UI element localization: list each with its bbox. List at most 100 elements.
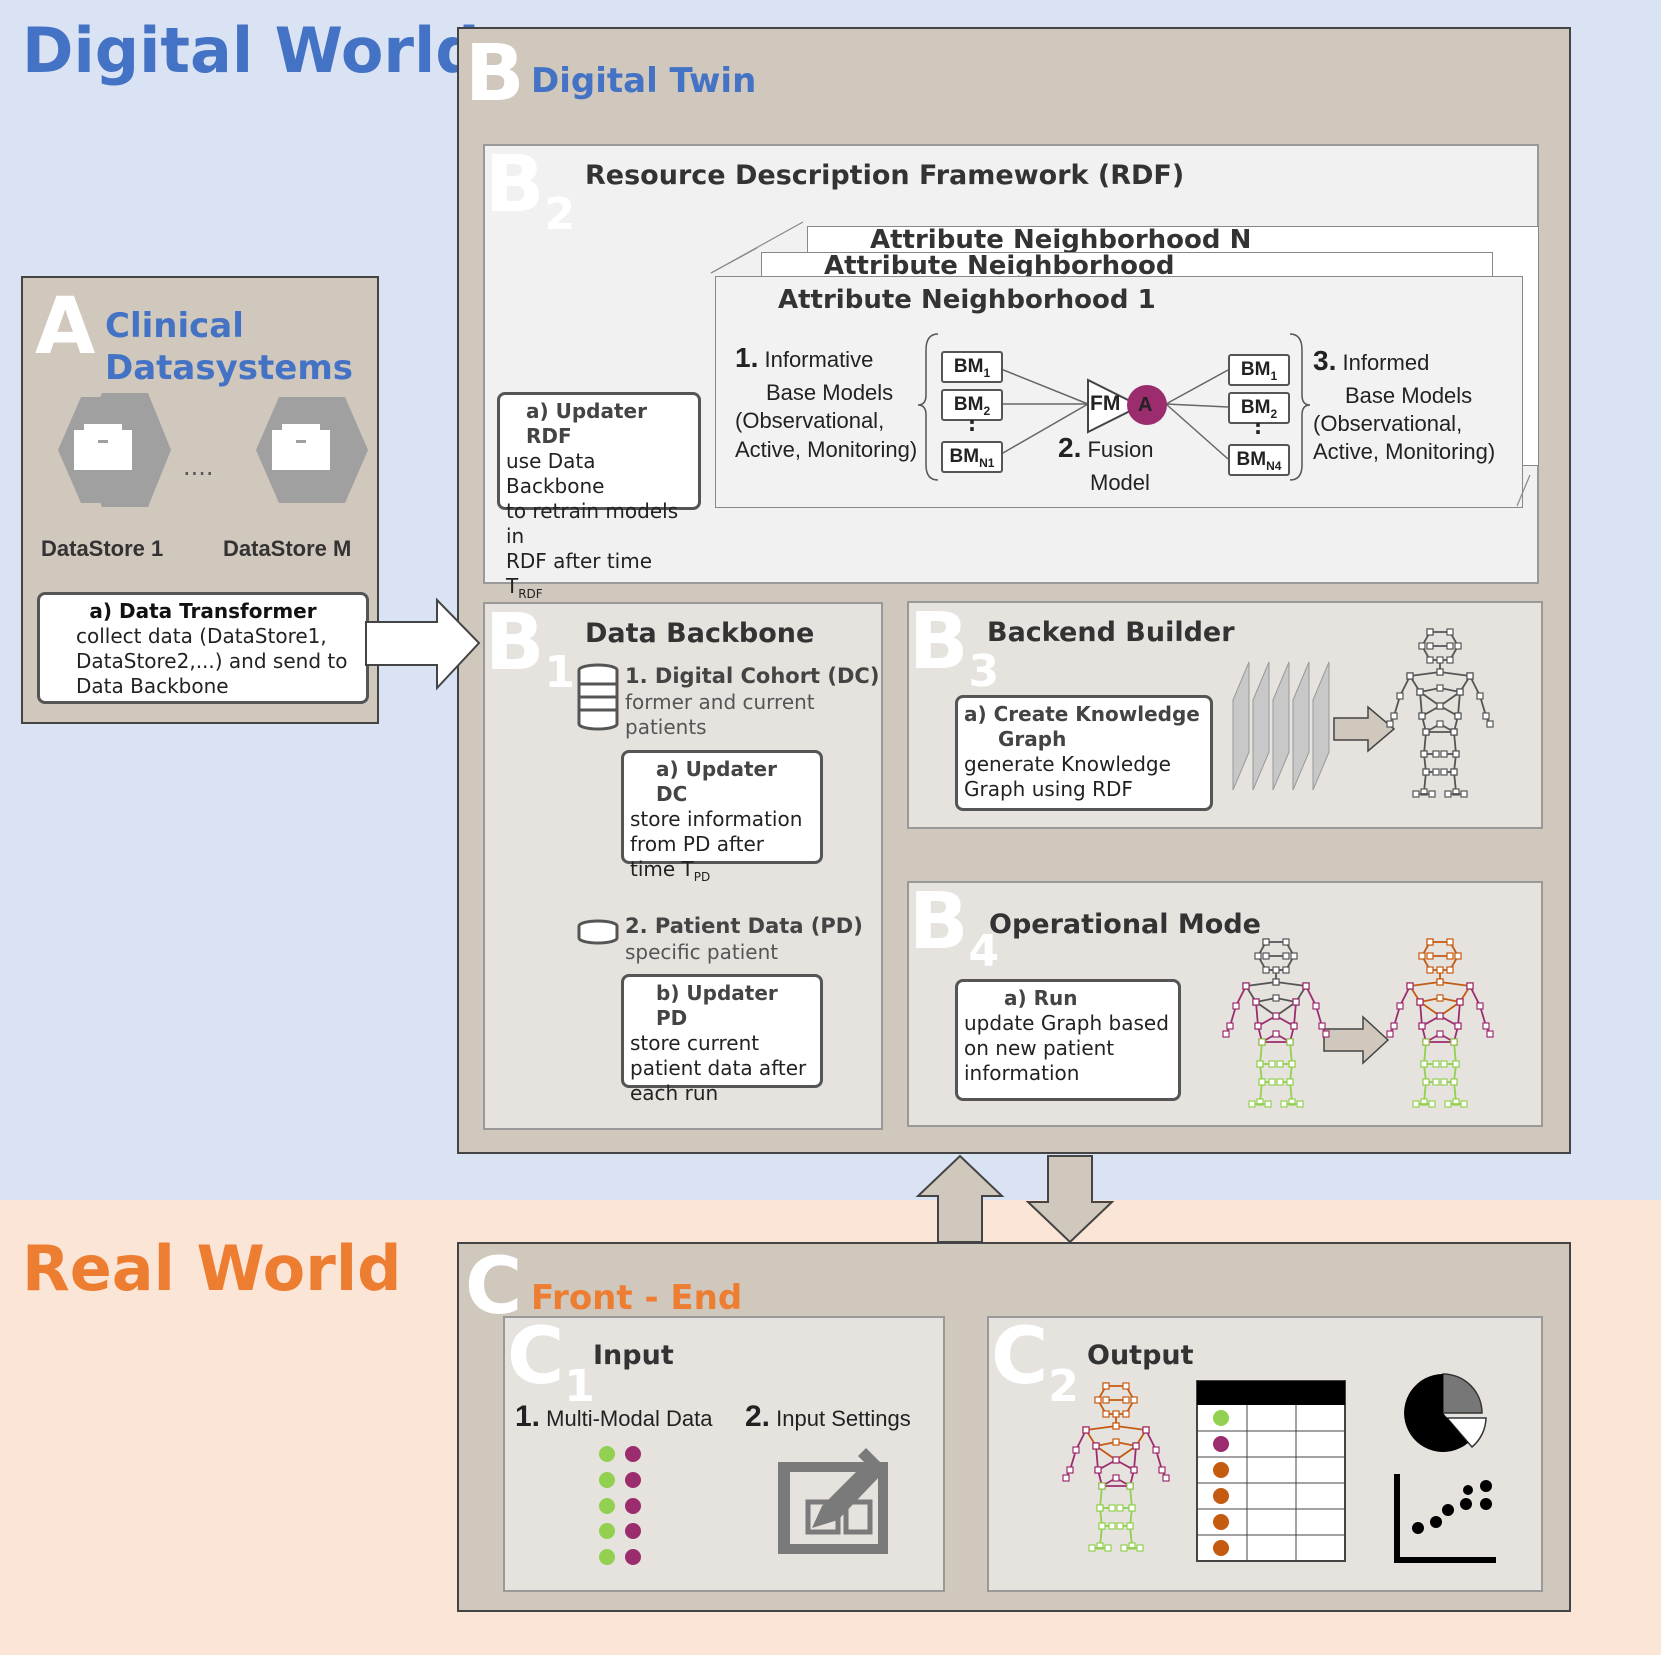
panel-b1-title: Data Backbone: [585, 618, 815, 649]
panel-rdf: B2 Resource Description Framework (RDF) …: [483, 144, 1539, 601]
create-knowledge-graph-box: a) Create Knowledge Graph generate Knowl…: [955, 695, 1213, 811]
updater-dc-line3: time T: [630, 857, 694, 881]
panel-digital-twin: B Digital Twin B2 Resource Description F…: [457, 27, 1571, 1154]
run-title: a) Run: [1004, 986, 1078, 1010]
bm-right-n4-label: BM: [1236, 449, 1267, 470]
real-world-title: Real World: [22, 1232, 402, 1305]
fusion-line2: Model: [1090, 470, 1150, 495]
patient-data-line1: specific patient: [625, 940, 779, 964]
panel-c-letter: C: [465, 1242, 523, 1332]
patient-data-database-icon: [577, 919, 619, 945]
neighborhood-n-title: Attribute Neighborhood N: [870, 226, 1252, 255]
data-transformer-line1: collect data (DataStore1,: [76, 624, 327, 648]
fusion-a-circle-icon: [1127, 385, 1167, 425]
bm-left-1-label: BM: [953, 356, 984, 377]
updater-dc-title: a) Updater DC: [656, 757, 777, 806]
data-transformer-line3: Data Backbone: [76, 674, 229, 698]
bm-left-dots: :: [968, 412, 976, 436]
data-transformer-line2: DataStore2,...) and send to: [76, 649, 348, 673]
updater-rdf-line1: use Data Backbone: [506, 449, 605, 498]
datastore-1-label: DataStore 1: [41, 536, 164, 561]
updater-pd-title: b) Updater PD: [656, 981, 778, 1030]
panel-b1-sub: 1: [544, 647, 576, 698]
digital-world-title: Digital World: [22, 14, 480, 87]
panel-c2-title: Output: [1087, 1340, 1194, 1371]
informative-line2: Base Models: [766, 380, 894, 405]
neighborhood-stack-lines: [710, 221, 1531, 507]
graph-figure-after-icon: [1386, 938, 1494, 1108]
bm-left-n1-label: BM: [949, 446, 980, 467]
arrow-down-icon: [1025, 1155, 1115, 1244]
knowledge-graph-figure-b3-icon: [1386, 628, 1494, 798]
updater-rdf-line2: to retrain models in: [506, 499, 679, 548]
create-kg-line1: generate Knowledge: [964, 752, 1171, 776]
datastore-m-label: DataStore M: [223, 536, 352, 561]
panel-b2-sub: 2: [544, 189, 576, 240]
updater-dc-line1: store information: [630, 807, 803, 831]
stacked-planes-icon: [1232, 661, 1330, 791]
run-line2: on new patient: [964, 1036, 1115, 1060]
bm-left-1-sub: 1: [983, 365, 991, 380]
neighborhood-1-card: Attribute Neighborhood 1: [715, 276, 1523, 508]
panel-a-title-2: Datasystems: [105, 348, 353, 388]
updater-rdf-title: a) Updater RDF: [526, 399, 647, 448]
informative-num: 1.: [735, 342, 759, 373]
updater-dc-line3-sub: PD: [693, 870, 711, 884]
bm-left-2: BM2: [941, 389, 1003, 421]
panel-b4-title: Operational Mode: [989, 909, 1261, 940]
updater-pd-line2: patient data after: [630, 1056, 807, 1080]
arrow-up-icon: [915, 1154, 1005, 1243]
panel-operational-mode: B4 Operational Mode a) Run update Graph …: [907, 881, 1543, 1127]
data-transformer-title: a) Data Transformer: [89, 599, 317, 623]
bm-right-2: BM2: [1228, 392, 1290, 424]
braces: [917, 333, 1311, 481]
bm-left-1: BM1: [941, 351, 1003, 383]
create-kg-title-2: Graph: [998, 727, 1067, 751]
bm-left-n1: BMN1: [941, 441, 1003, 473]
b4-arrow-icon: [1323, 1015, 1390, 1065]
output-graph-figure-icon: [1062, 1382, 1170, 1552]
panel-c2-sub: 2: [1048, 1361, 1079, 1412]
panel-b-letter: B: [465, 29, 525, 119]
input-settings-icon: [778, 1448, 888, 1554]
fusion-num: 2.: [1058, 432, 1082, 463]
panel-b3-letter: B: [909, 597, 969, 687]
b3-arrow-icon: [1333, 705, 1396, 753]
bm-right-2-sub: 2: [1270, 406, 1278, 421]
panel-b2-title: Resource Description Framework (RDF): [585, 160, 1185, 191]
panel-data-backbone: B1 Data Backbone 1. Digital Cohort (DC) …: [483, 602, 883, 1130]
informative-line4: Active, Monitoring): [735, 437, 918, 462]
run-line1: update Graph based: [964, 1011, 1169, 1035]
create-kg-line2: Graph using RDF: [964, 777, 1133, 801]
bm-left-2-sub: 2: [983, 403, 991, 418]
panel-c-title: Front - End: [531, 1278, 743, 1318]
updater-rdf-line3-sub: RDF: [518, 587, 543, 601]
fusion-line1: Fusion: [1087, 437, 1154, 462]
bm-right-2-label: BM: [1240, 397, 1271, 418]
neighborhood-1-title: Attribute Neighborhood 1: [778, 285, 1156, 315]
panel-c2-letter: C: [991, 1312, 1049, 1402]
informative-line1: Informative: [764, 347, 874, 372]
informative-line3: (Observational,: [735, 408, 885, 433]
input-item1-label: Multi-Modal Data: [546, 1406, 713, 1431]
informed-line4: Active, Monitoring): [1313, 439, 1496, 464]
output-scatter-icon: [1394, 1474, 1496, 1563]
digital-cohort-line2: patients: [625, 715, 707, 739]
panel-a-letter: A: [35, 282, 96, 372]
informed-num: 3.: [1313, 345, 1337, 376]
informed-line2: Base Models: [1345, 383, 1473, 408]
input-item2-label: Input Settings: [776, 1406, 911, 1431]
bm-right-1-sub: 1: [1270, 368, 1278, 383]
fusion-fm-label: FM: [1090, 392, 1121, 415]
panel-backend-builder: B3 Backend Builder a) Create Knowledge G…: [907, 601, 1543, 829]
panel-b3-title: Backend Builder: [987, 617, 1235, 648]
fusion-connections: [995, 366, 1229, 460]
multimodal-dots-icon: [599, 1446, 641, 1565]
panel-b2-letter: B: [485, 140, 545, 230]
patient-data-title: 2. Patient Data (PD): [625, 914, 863, 938]
create-kg-title-1: a) Create Knowledge: [964, 702, 1200, 726]
updater-pd-line3: each run: [630, 1081, 719, 1105]
informative-num-block: 1. Informative: [735, 342, 873, 374]
panel-b-title: Digital Twin: [531, 61, 757, 101]
